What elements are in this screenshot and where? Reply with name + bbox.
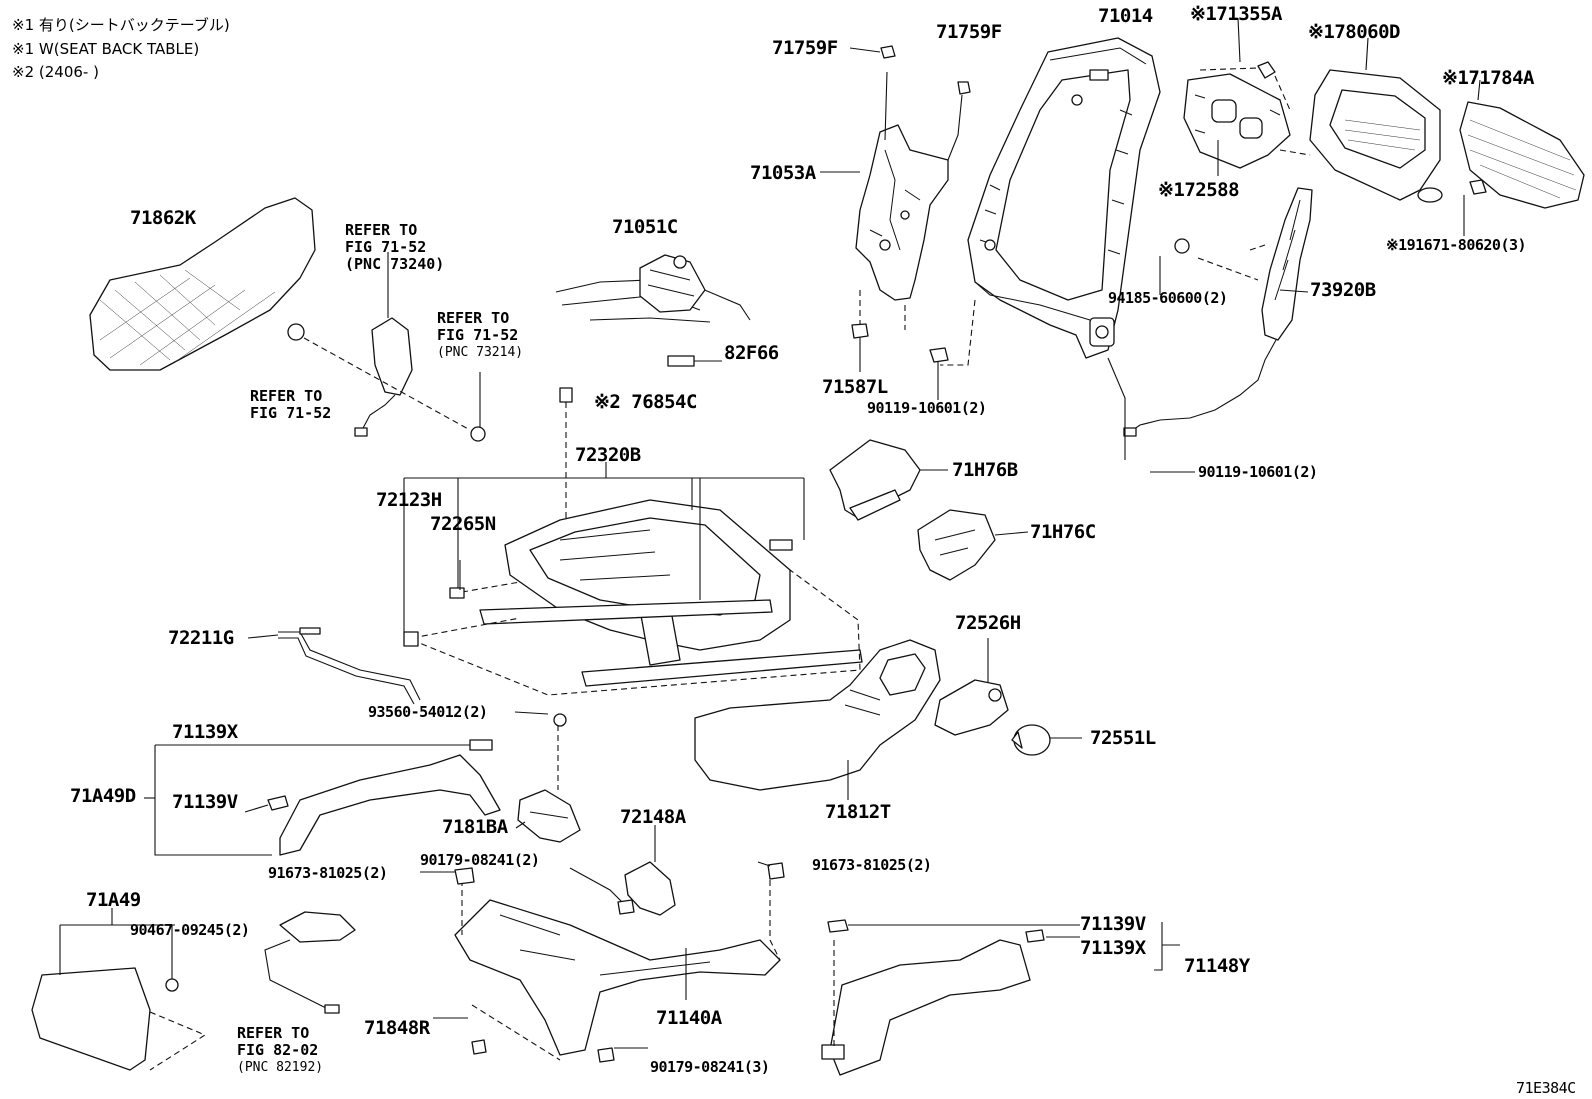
recliner-cover-outer — [917, 509, 1029, 581]
seat-cushion-pad — [694, 639, 941, 791]
seat-rail-71140A — [454, 862, 785, 1063]
ref-line: FIG 71-52 — [437, 326, 519, 344]
part-label-78060D: ※178060D — [1308, 21, 1401, 43]
reference-fig-71-52: REFER TO FIG 71-52 — [250, 388, 331, 422]
note-line-1: ※1 有り(シートバックテーブル) — [12, 16, 230, 34]
part-label-90467-09245: 90467-09245(2) — [130, 921, 250, 939]
seat-back-table-plate — [1183, 61, 1311, 169]
harness-82192 — [264, 911, 356, 1014]
leader-72320B — [403, 462, 805, 647]
part-label-72588: ※172588 — [1158, 179, 1240, 201]
side-airbag-module — [1123, 187, 1313, 437]
ref-line: REFER TO — [437, 309, 510, 327]
part-label-71014: 71014 — [1098, 5, 1153, 27]
ref-line: FIG 71-52 — [345, 238, 427, 256]
part-label-71812T: 71812T — [825, 801, 891, 823]
part-label-71759F-a: 71759F — [772, 37, 838, 59]
part-label-93560-54012: 93560-54012(2) — [368, 703, 488, 721]
note-line-3: ※2 (2406- ) — [12, 63, 99, 81]
ref-line: (PNC 73214) — [437, 345, 524, 360]
part-label-91671-80620: ※191671-80620(3) — [1386, 236, 1527, 254]
seat-side-pad — [89, 197, 316, 371]
seat-belt-buckle — [287, 252, 486, 442]
part-label-94185-60600: 94185-60600(2) — [1108, 289, 1228, 307]
leaders — [420, 17, 1481, 1049]
part-label-71587L: 71587L — [822, 376, 888, 398]
part-label-72211G: 72211G — [168, 627, 234, 649]
part-label-71759F-b: 71759F — [936, 21, 1002, 43]
part-label-72551L: 72551L — [1090, 727, 1156, 749]
part-label-71862K: 71862K — [130, 207, 196, 229]
ref-line: REFER TO — [345, 221, 418, 239]
note-line-2: ※1 W(SEAT BACK TABLE) — [12, 40, 200, 58]
recliner-cover-inner — [829, 439, 948, 521]
part-label-71139V-b: 71139V — [1080, 913, 1146, 935]
bracket-72148A — [569, 825, 676, 916]
part-label-91673-81025-a: 91673-81025(2) — [268, 864, 388, 882]
part-label-71A49: 71A49 — [86, 889, 141, 911]
part-label-71148Y: 71148Y — [1184, 955, 1250, 977]
ref-line: REFER TO — [250, 387, 323, 405]
part-label-71053A: 71053A — [750, 162, 816, 184]
seat-bracket-7181BA — [517, 713, 581, 843]
part-label-71A49D: 71A49D — [70, 785, 136, 807]
part-label-71140A: 71140A — [656, 1007, 722, 1029]
part-label-73920B: 73920B — [1310, 279, 1376, 301]
part-label-90179-08241-a: 90179-08241(2) — [420, 851, 540, 869]
part-label-71139X-b: 71139X — [1080, 937, 1146, 959]
part-label-71H76C: 71H76C — [1030, 521, 1096, 543]
seat-side-shield — [934, 638, 1009, 736]
seat-back-table — [1309, 69, 1443, 203]
reference-fig-82-02-pnc-82192: REFER TO FIG 82-02 (PNC 82192) — [237, 1025, 323, 1076]
seat-cushion-frame — [411, 387, 863, 696]
part-label-90119-10601-b: 90119-10601(2) — [1198, 463, 1318, 481]
part-label-7181BA: 7181BA — [442, 816, 508, 838]
part-label-71139V-a: 71139V — [172, 791, 238, 813]
part-label-71355A: ※171355A — [1190, 3, 1283, 25]
seat-wire-harness — [555, 254, 751, 367]
seat-cover-71148Y — [821, 919, 1180, 1076]
part-label-72148A: 72148A — [620, 806, 686, 828]
ref-line: (PNC 82192) — [237, 1060, 324, 1075]
adjust-rod — [247, 627, 421, 705]
ref-line: FIG 82-02 — [237, 1041, 319, 1059]
diagram-code: 71E384C — [1516, 1079, 1576, 1097]
part-label-72123H: 72123H — [376, 489, 442, 511]
seat-back-table-cover — [1459, 101, 1585, 209]
part-label-90119-10601-a: 90119-10601(2) — [867, 399, 987, 417]
part-label-71H76B: 71H76B — [952, 459, 1018, 481]
ref-line: FIG 71-52 — [250, 404, 332, 422]
part-label-71051C: 71051C — [612, 216, 678, 238]
seat-knob — [1011, 724, 1082, 756]
seat-back-side-bracket — [855, 45, 971, 301]
ref-line: (PNC 73240) — [345, 255, 445, 273]
part-label-71139X-a: 71139X — [172, 721, 238, 743]
part-label-71848R: 71848R — [364, 1017, 430, 1039]
part-label-82F66: 82F66 — [724, 342, 779, 364]
ref-line: REFER TO — [237, 1024, 310, 1042]
seat-cover-71A49 — [31, 908, 207, 1071]
reference-fig-71-52-pnc-73214: REFER TO FIG 71-52 (PNC 73214) — [437, 310, 523, 361]
part-label-71784A: ※171784A — [1442, 67, 1535, 89]
part-label-91673-81025-b: 91673-81025(2) — [812, 856, 932, 874]
part-label-72265N: 72265N — [430, 513, 496, 535]
part-label-72320B: 72320B — [575, 444, 641, 466]
part-label-90179-08241-b: 90179-08241(3) — [650, 1058, 770, 1076]
reference-fig-71-52-pnc-73240: REFER TO FIG 71-52 (PNC 73240) — [345, 222, 444, 273]
part-label-72526H: 72526H — [955, 612, 1021, 634]
seat-back-frame — [967, 37, 1161, 359]
part-label-76854C: ※2 76854C — [594, 391, 697, 413]
seat-cover-71A49D — [144, 739, 501, 856]
